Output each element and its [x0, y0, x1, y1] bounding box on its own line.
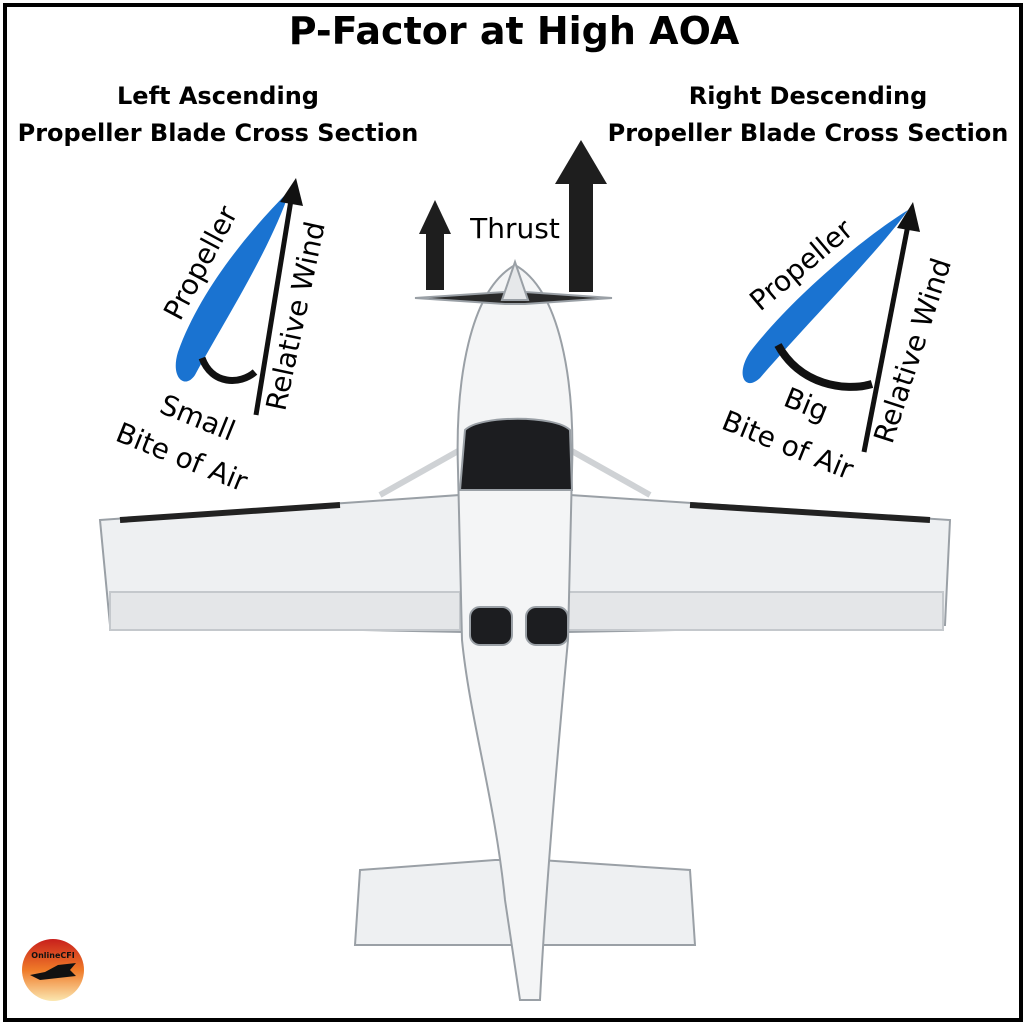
- right-heading-line2: Propeller Blade Cross Section: [608, 119, 1009, 147]
- thrust-arrow-large: [555, 140, 607, 292]
- thrust-label: Thrust: [469, 212, 560, 245]
- right-bite-line2: Bite of Air: [717, 404, 858, 487]
- right-bite-line1: Big: [779, 381, 833, 428]
- right-bite-arc: [774, 342, 874, 391]
- right-blade-section: Propeller Relative Wind Big Bite of Air: [717, 202, 958, 487]
- page-title: P-Factor at High AOA: [289, 9, 740, 53]
- logo-text: OnlineCFI: [31, 951, 74, 960]
- windshield: [458, 417, 574, 491]
- left-heading-line1: Left Ascending: [117, 82, 319, 110]
- left-heading-line2: Propeller Blade Cross Section: [18, 119, 419, 147]
- left-propeller-blade: [175, 190, 290, 382]
- right-relative-wind-label: Relative Wind: [867, 254, 958, 447]
- right-propeller-blade: [742, 210, 908, 384]
- diagram-frame: [3, 3, 1023, 1022]
- airplane-illustration: [98, 258, 952, 1001]
- left-blade-section: Propeller Relative Wind Small Bite of Ai…: [111, 178, 332, 499]
- thrust-arrow-small: [419, 200, 451, 290]
- right-heading-line1: Right Descending: [689, 82, 928, 110]
- spinner: [500, 258, 530, 301]
- left-bite-arc: [198, 356, 258, 384]
- left-wind-arrowhead: [280, 178, 303, 206]
- onlinecfi-logo: OnlineCFI: [22, 939, 84, 1001]
- right-wind-arrowhead: [897, 202, 920, 232]
